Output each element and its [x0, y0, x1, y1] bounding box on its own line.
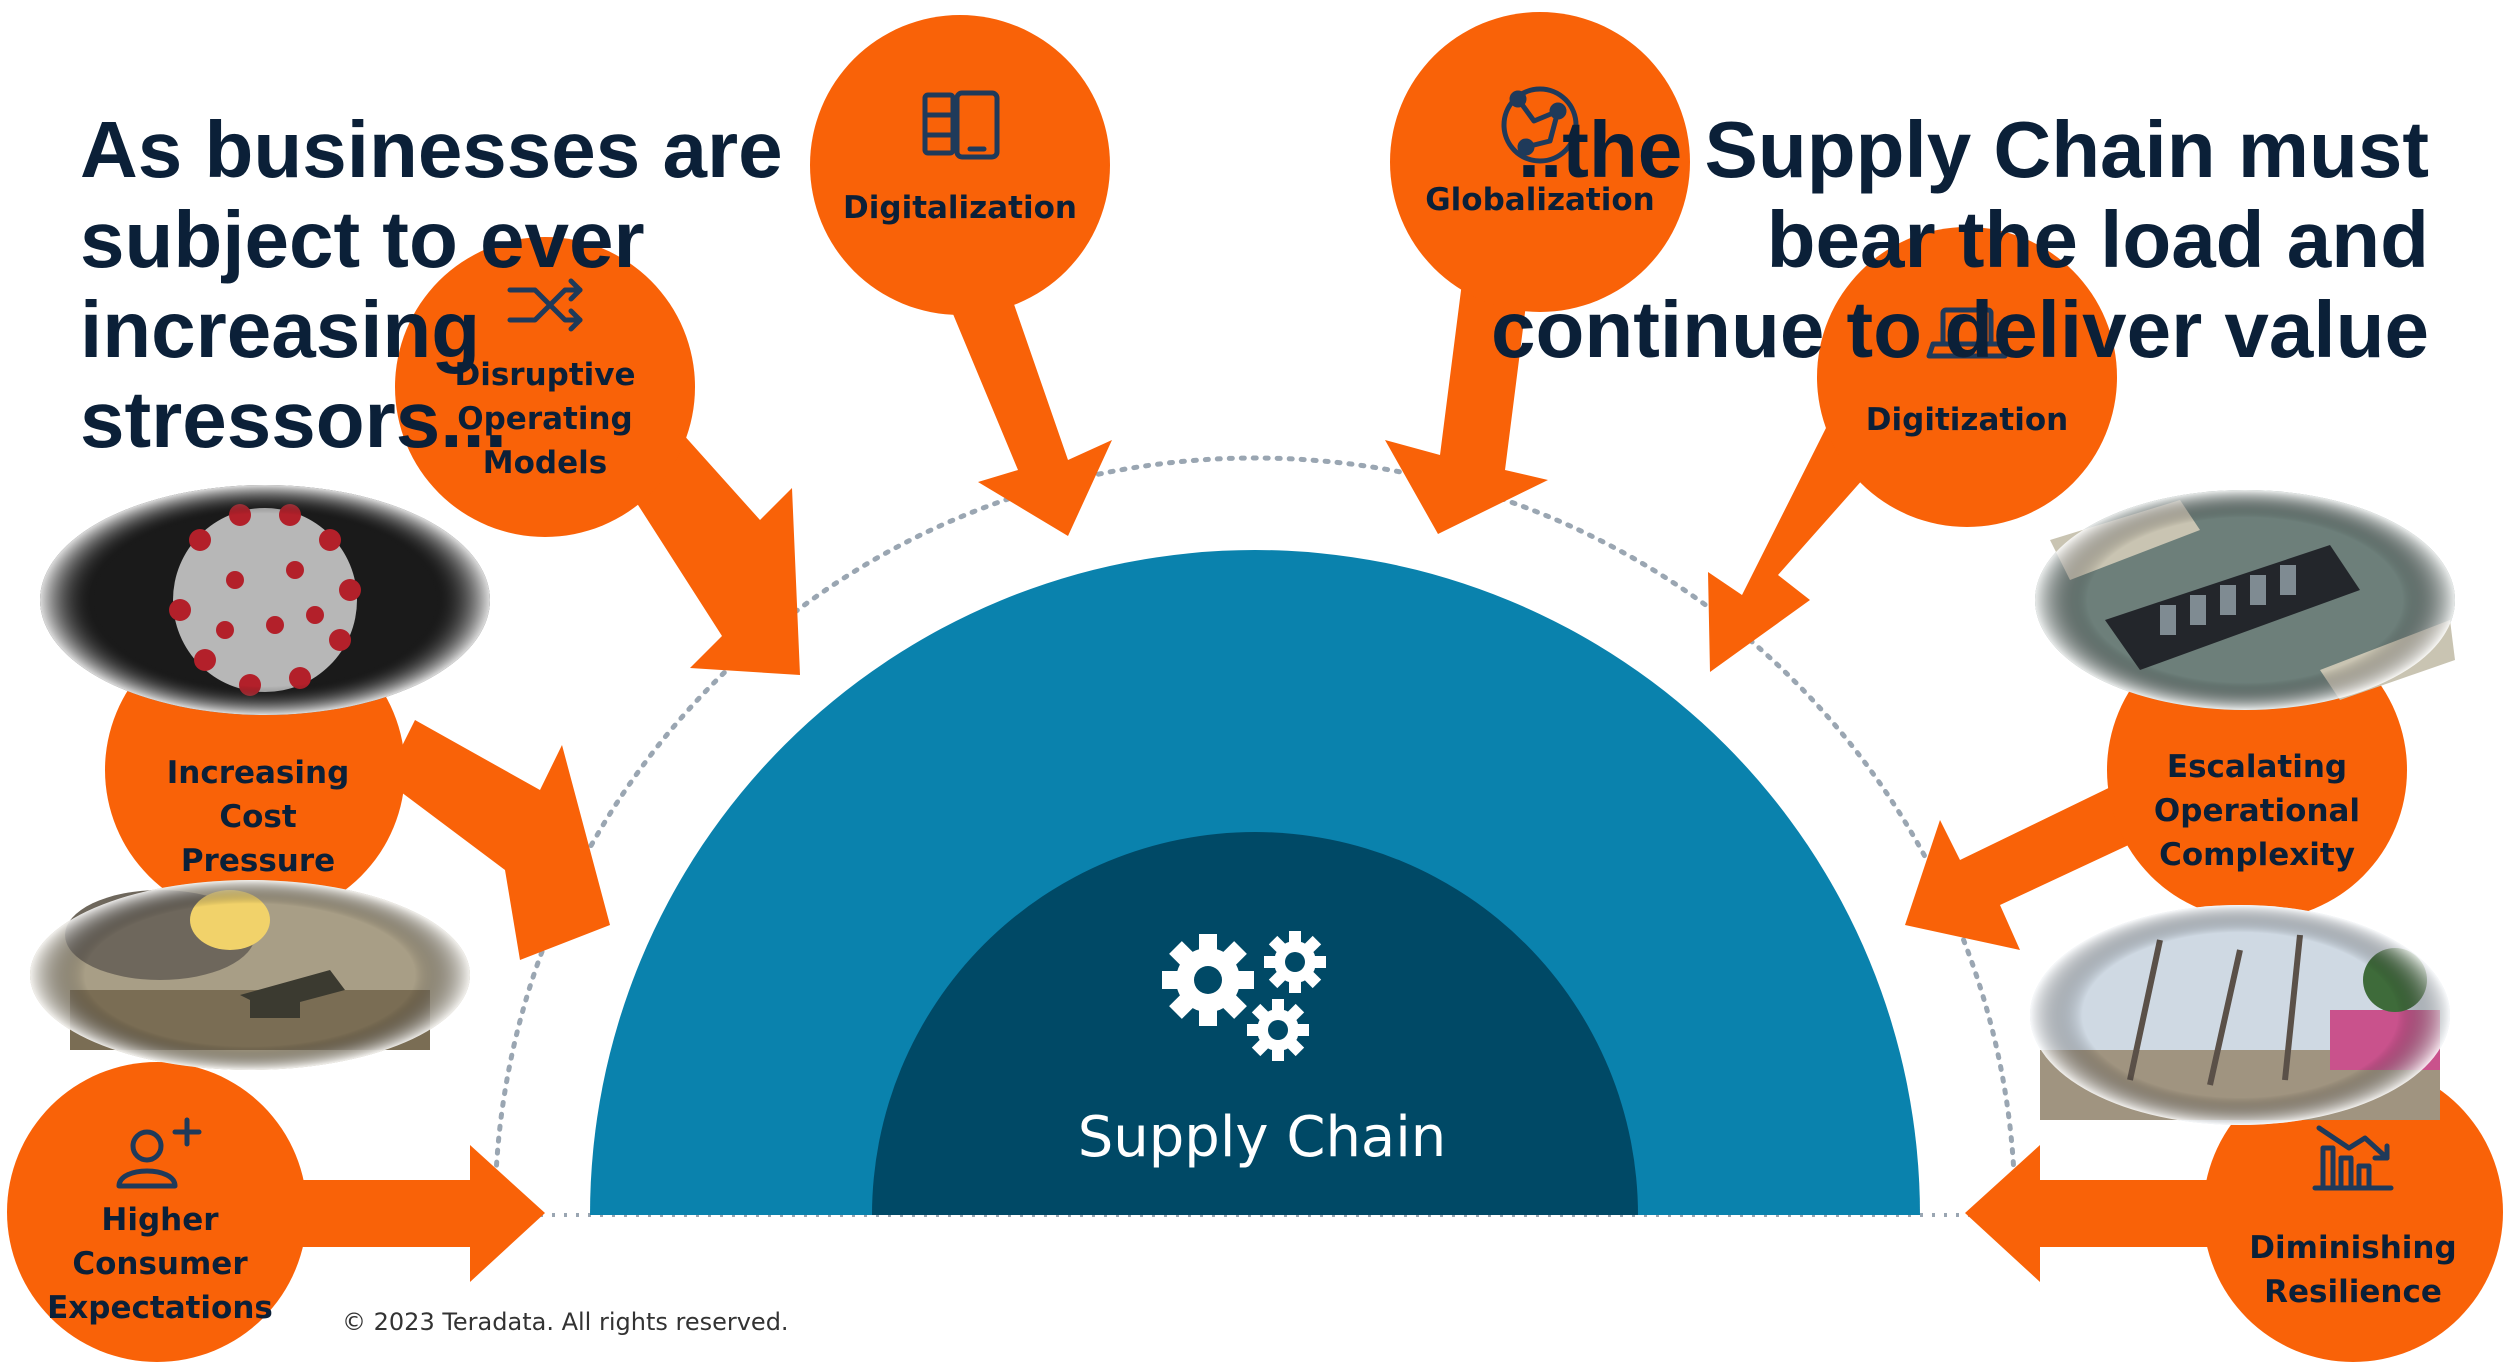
stressor-label-line: Escalating [2167, 749, 2347, 785]
tablet-icon [922, 90, 1000, 160]
stressor-label-line: Models [483, 445, 607, 481]
stressor-label-line: Complexity [2159, 837, 2355, 873]
arrow-complexity [1905, 780, 2150, 950]
stressor-label-line: Cost [219, 799, 296, 835]
artillery-image [30, 880, 470, 1070]
stressor-label-line: Digitalization [843, 190, 1077, 226]
coronavirus-image [40, 485, 490, 715]
copyright-notice: © 2023 Teradata. All rights reserved. [342, 1308, 789, 1336]
stressor-label-line: Operating [457, 401, 632, 437]
stressor-label-line: Consumer [72, 1246, 248, 1282]
stressor-label-line: Disruptive [454, 357, 635, 393]
add-user-icon [116, 1117, 202, 1189]
shuffle-icon [507, 278, 583, 332]
stressor-label-line: Diminishing [2249, 1230, 2456, 1266]
globe-icon [1501, 86, 1579, 164]
stressor-label-line: Resilience [2264, 1274, 2442, 1310]
core-label: Supply Chain [1078, 1105, 1447, 1170]
headline-right: ..the Supply Chain must bear the load an… [1490, 105, 2429, 374]
stressor-label-line: Higher [101, 1202, 219, 1238]
gears-icon [1162, 931, 1326, 1061]
headline-left: As businesses are subject to ever increa… [80, 105, 783, 464]
storm-damage-image [2030, 905, 2450, 1125]
stressor-label-line: Operational [2154, 793, 2360, 829]
circle-digitization [1817, 227, 2117, 527]
declining-chart-icon [2312, 1125, 2394, 1191]
circle-digitalization [810, 15, 1110, 315]
stressor-label-line: Globalization [1425, 182, 1655, 218]
stressor-label-line: Expectations [47, 1290, 273, 1326]
stressor-label-digitalization: Digitalization [843, 190, 1077, 226]
arrow-digitization [1708, 420, 1880, 672]
stressor-label-line: Increasing [167, 755, 350, 791]
laptop-icon [1926, 307, 2008, 359]
arrow-cost [385, 720, 610, 960]
inner-core [872, 832, 1638, 1215]
dotted-orbit [492, 455, 2018, 1216]
stressor-label-globalization: Globalization [1425, 182, 1655, 218]
stressor-label-line: Digitization [1866, 402, 2068, 438]
circle-resilience [2203, 1062, 2503, 1362]
circle-consumer [7, 1062, 307, 1362]
container-ship-image [2035, 490, 2455, 710]
arrow-consumer [290, 1145, 545, 1282]
arrow-resilience [1965, 1145, 2250, 1282]
stressor-label-digitization: Digitization [1866, 402, 2068, 438]
circle-disruptive [395, 237, 695, 537]
stressor-label-line: Pressure [181, 843, 335, 879]
